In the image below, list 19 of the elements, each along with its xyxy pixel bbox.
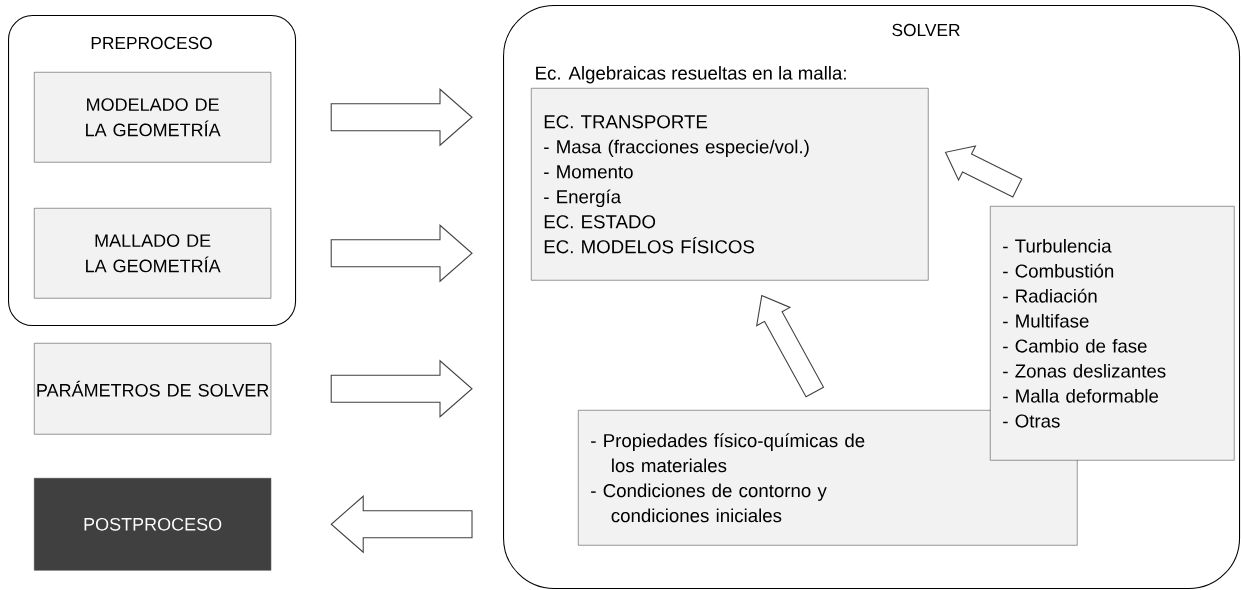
process-box: MODELADO DE LA GEOMETRÍA	[34, 72, 272, 163]
heading-text: Ec. Algebraicas resueltas en la malla:	[536, 66, 846, 84]
process-box: MALLADO DE LA GEOMETRÍA	[34, 208, 272, 299]
process-box: PARÁMETROS DE SOLVER	[34, 343, 272, 435]
block-arrow	[330, 359, 473, 418]
process-box: POSTPROCESO	[34, 478, 272, 571]
node-label: - Masa (fracciones especie/vol.)	[544, 139, 809, 158]
node-label: - Momento	[544, 165, 633, 179]
node-label: EC. ESTADO	[544, 215, 656, 229]
node-label: EC. TRANSPORTE	[544, 115, 708, 129]
equation-box: EC. TRANSPORTE - Masa (fracciones especie/vol.) - Momento - Energía EC. ESTADO EC. MODELOS FÍSICOS	[531, 88, 929, 281]
list-box: - Turbulencia - Combustión - Radiación - Multifase - Cambio de fase - Zonas deslizantes - Malla deformable - Otras	[990, 206, 1235, 461]
node-label: EC. MODELOS FÍSICOS	[544, 237, 755, 254]
block-arrow	[944, 145, 1023, 198]
block-arrow	[330, 88, 473, 147]
block-arrow	[755, 294, 825, 398]
node-label: - Energía	[544, 189, 622, 208]
block-arrow	[330, 224, 473, 283]
block-arrow	[330, 495, 473, 554]
